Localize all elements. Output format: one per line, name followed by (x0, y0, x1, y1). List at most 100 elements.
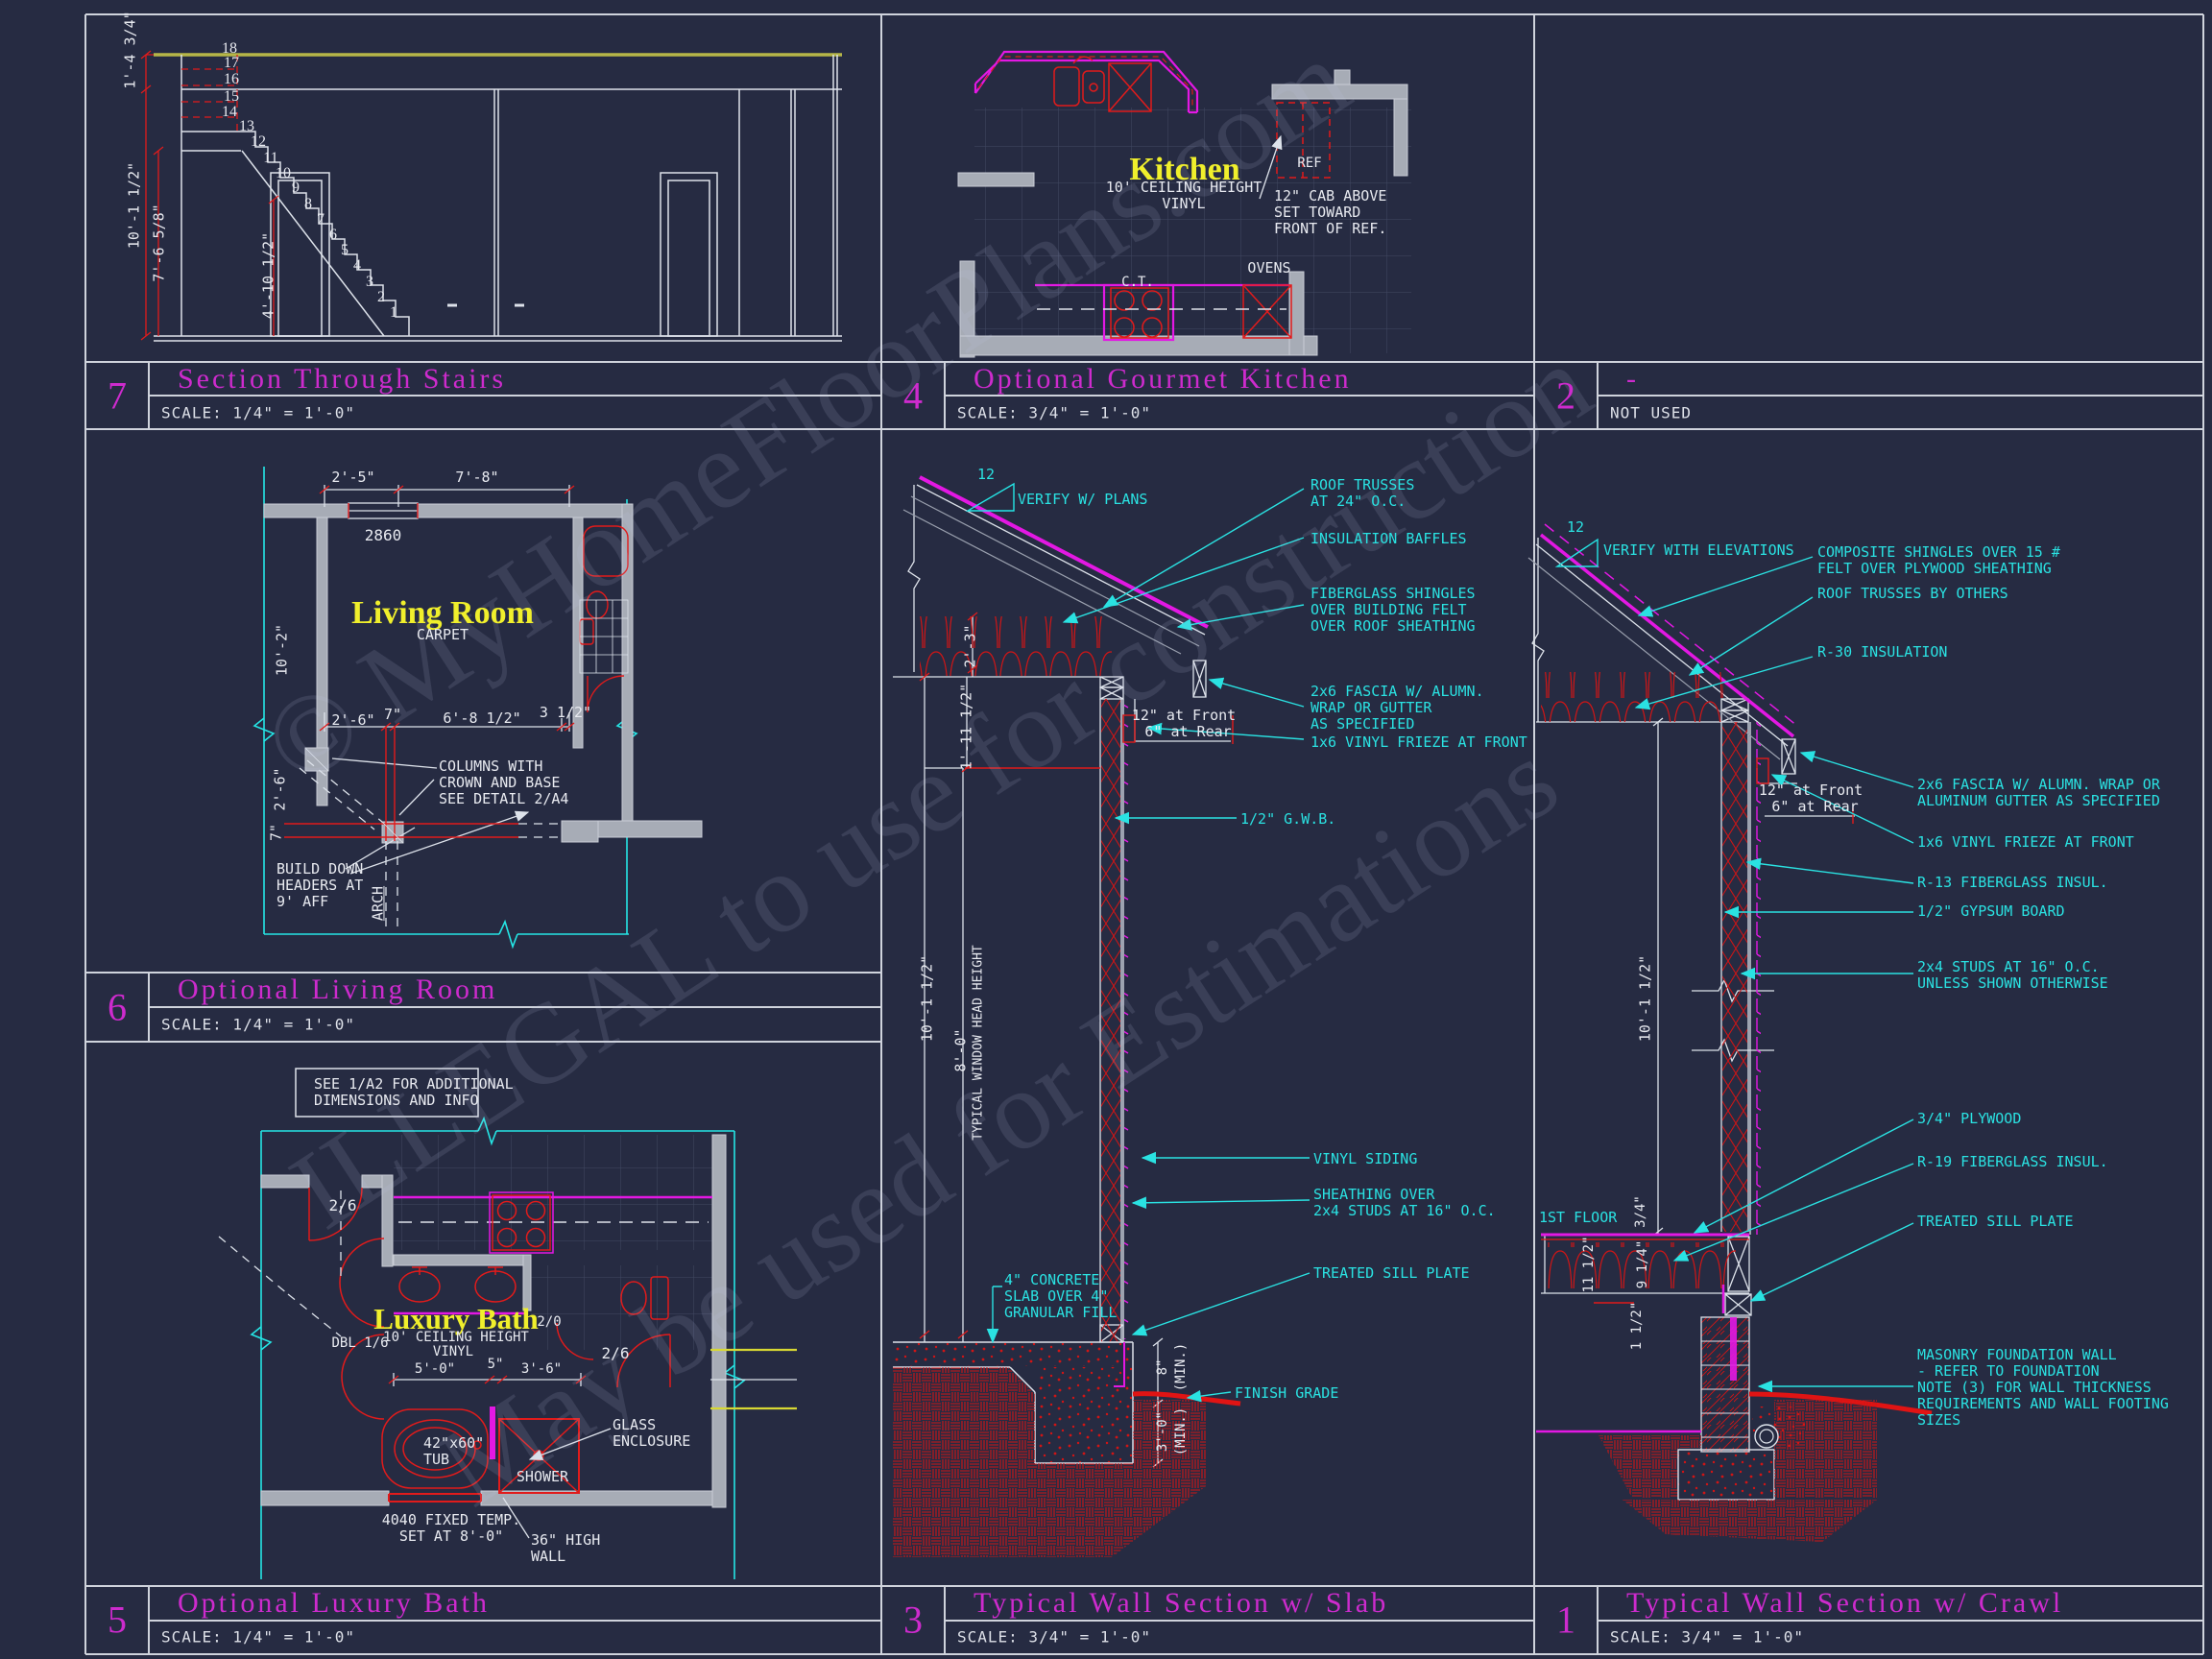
panel-4-title: Optional Gourmet Kitchen (974, 363, 1352, 395)
slab-co-trusses: ROOF TRUSSES AT 24" O.C. (1310, 476, 1415, 511)
kitchen-floor-note: VINYL (1162, 195, 1206, 212)
stair-riser-11: 11 (263, 150, 278, 166)
bath-glass-note: GLASS ENCLOSURE (613, 1416, 691, 1451)
lr-dim-bot-1: 2'-6" (331, 711, 375, 729)
crawl-co-trusses: ROOF TRUSSES BY OTHERS (1817, 585, 2008, 602)
slab-co-fascia: 2x6 FASCIA W/ ALUMN. WRAP OR GUTTER AS S… (1310, 683, 1484, 733)
stairs-dim-floor-to-floor: 10'-1 1/2" (125, 161, 143, 250)
crawl-co-fascia: 2x6 FASCIA W/ ALUMN. WRAP OR ALUMINUM GU… (1917, 776, 2160, 810)
slab-eave-dim: 12" at Front 6" at Rear (1131, 707, 1237, 741)
bath-room-title: Luxury Bath (373, 1302, 539, 1335)
panel-6-scale: SCALE: 1/4" = 1'-0" (161, 1015, 356, 1034)
slab-dim-5: TYPICAL WINDOW HEAD HEIGHT (971, 945, 986, 1141)
bath-wall-note: 36" HIGH WALL (531, 1531, 601, 1566)
slab-dim-7: (MIN.) (1173, 1342, 1190, 1392)
slab-dim-8: 3'-0" (1155, 1410, 1171, 1453)
slab-co-grade: FINISH GRADE (1235, 1384, 1339, 1402)
kitchen-room-title: Kitchen (1129, 152, 1240, 187)
bath-dim-2: 5" (487, 1357, 504, 1372)
panel-6-title: Optional Living Room (178, 974, 498, 1005)
crawl-co-gyp: 1/2" GYPSUM BOARD (1917, 902, 2065, 920)
panel-5-title: Optional Luxury Bath (178, 1587, 490, 1619)
stair-riser-5: 5 (341, 242, 349, 258)
lr-dim-top-1: 2'-5" (331, 469, 375, 486)
slab-co-siding: VINYL SIDING (1313, 1150, 1418, 1167)
panel-4-scale: SCALE: 3/4" = 1'-0" (957, 403, 1152, 422)
lr-dim-col-2: 7" (267, 823, 285, 842)
slab-dim-6: 8" (1155, 1358, 1171, 1376)
slab-pitch-label: 12 (976, 466, 996, 483)
stair-riser-8: 8 (304, 196, 312, 212)
bath-dim-1: 5'-0" (414, 1361, 456, 1377)
panel-5-number: 5 (108, 1598, 127, 1642)
kitchen-ceiling-note: 10' CEILING HEIGHT (1105, 179, 1262, 196)
panel-2-scale: NOT USED (1610, 403, 1693, 422)
panel-3-number: 3 (903, 1598, 923, 1642)
crawl-dim-joist: 11 1/2" (1581, 1236, 1598, 1293)
slab-verify-note: VERIFY W/ PLANS (1018, 491, 1148, 508)
luxury-bath-plan-drawing (218, 1068, 797, 1579)
lr-dim-col-1: 2'-6" (271, 767, 289, 811)
crawl-verify-note: VERIFY WITH ELEVATIONS (1603, 541, 1794, 559)
living-room-plan-drawing (252, 467, 703, 950)
lr-arch-label: ARCH (369, 885, 387, 922)
lr-columns-note: COLUMNS WITH CROWN AND BASE SEE DETAIL 2… (439, 757, 569, 808)
bath-ref-note: SEE 1/A2 FOR ADDITIONAL DIMENSIONS AND I… (314, 1075, 514, 1110)
lr-dim-bot-3: 6'-8 1/2" (443, 709, 521, 727)
panel-7-number: 7 (108, 373, 127, 418)
crawl-co-plywood: 3/4" PLYWOOD (1917, 1110, 2022, 1127)
crawl-co-frieze: 1x6 VINYL FRIEZE AT FRONT (1917, 833, 2134, 851)
bath-door-20: 2/0 (537, 1314, 562, 1330)
bath-dim-3: 3'-6" (520, 1361, 563, 1377)
slab-co-frieze: 1x6 VINYL FRIEZE AT FRONT (1310, 733, 1527, 751)
lr-room-title: Living Room (351, 595, 534, 631)
slab-co-sill: TREATED SILL PLATE (1313, 1264, 1470, 1282)
kitchen-ovens-label: OVENS (1247, 259, 1291, 276)
panel-3-scale: SCALE: 3/4" = 1'-0" (957, 1627, 1152, 1647)
crawl-co-masonry: MASONRY FOUNDATION WALL - REFER TO FOUND… (1917, 1346, 2169, 1430)
stair-riser-9: 9 (292, 180, 300, 196)
bath-door-26a: 2/6 (328, 1196, 357, 1214)
panel-2-title: - (1626, 363, 1639, 395)
wall-section-slab-drawing (893, 475, 1310, 1557)
kitchen-cab-note: 12" CAB ABOVE SET TOWARD FRONT OF REF. (1274, 187, 1387, 238)
stairs-section-drawing (140, 50, 842, 342)
crawl-co-shingles: COMPOSITE SHINGLES OVER 15 # FELT OVER P… (1817, 543, 2060, 578)
stair-riser-4: 4 (353, 257, 361, 274)
panel-2-number: 2 (1556, 373, 1575, 418)
lr-headers-note: BUILD DOWN HEADERS AT 9' AFF (276, 860, 364, 911)
slab-dim-9: (MIN.) (1173, 1407, 1190, 1456)
lr-dim-left: 10'-2" (273, 623, 291, 677)
kitchen-cooktop-label: C.T. (1121, 275, 1154, 290)
stair-riser-13: 13 (239, 118, 254, 134)
stair-riser-3: 3 (366, 274, 373, 290)
crawl-dim-sill: 1 1/2" (1629, 1301, 1646, 1351)
panel-4-number: 4 (903, 373, 923, 418)
slab-dim-1: 2'-3" (961, 624, 979, 668)
lr-dim-bot-2: 7" (383, 706, 402, 723)
kitchen-ref-label: REF (1297, 156, 1322, 171)
panel-1-scale: SCALE: 3/4" = 1'-0" (1610, 1627, 1805, 1647)
stairs-dim-landing: 7'-6 5/8" (150, 204, 168, 282)
crawl-eave-dim: 12" at Front 6" at Rear (1758, 781, 1863, 816)
stair-riser-10: 10 (276, 165, 291, 181)
lr-dim-bot-4: 3 1/2" (539, 704, 592, 721)
slab-co-gwb: 1/2" G.W.B. (1240, 810, 1336, 828)
stair-riser-17: 17 (224, 55, 239, 71)
stair-riser-18: 18 (222, 40, 237, 57)
crawl-pitch-label: 12 (1566, 518, 1585, 536)
slab-co-sheathing: SHEATHING OVER 2x4 STUDS AT 16" O.C. (1313, 1186, 1496, 1220)
stair-riser-12: 12 (251, 133, 266, 150)
slab-dim-3: 10'-1 1/2" (918, 954, 936, 1043)
crawl-co-r30: R-30 INSULATION (1817, 643, 1948, 661)
bath-door-26b: 2/6 (601, 1344, 630, 1362)
slab-co-slab: 4" CONCRETE SLAB OVER 4" GRANULAR FILL (1004, 1271, 1118, 1322)
crawl-co-studs: 2x4 STUDS AT 16" O.C. UNLESS SHOWN OTHER… (1917, 958, 2108, 993)
crawl-dim-height: 10'-1 1/2" (1636, 954, 1654, 1043)
crawl-co-r19: R-19 FIBERGLASS INSUL. (1917, 1153, 2108, 1170)
crawl-first-floor: 1ST FLOOR (1539, 1209, 1618, 1226)
bath-window-note: 4040 FIXED TEMP. SET AT 8'-0" (381, 1511, 521, 1546)
panel-1-title: Typical Wall Section w/ Crawl (1626, 1587, 2064, 1619)
